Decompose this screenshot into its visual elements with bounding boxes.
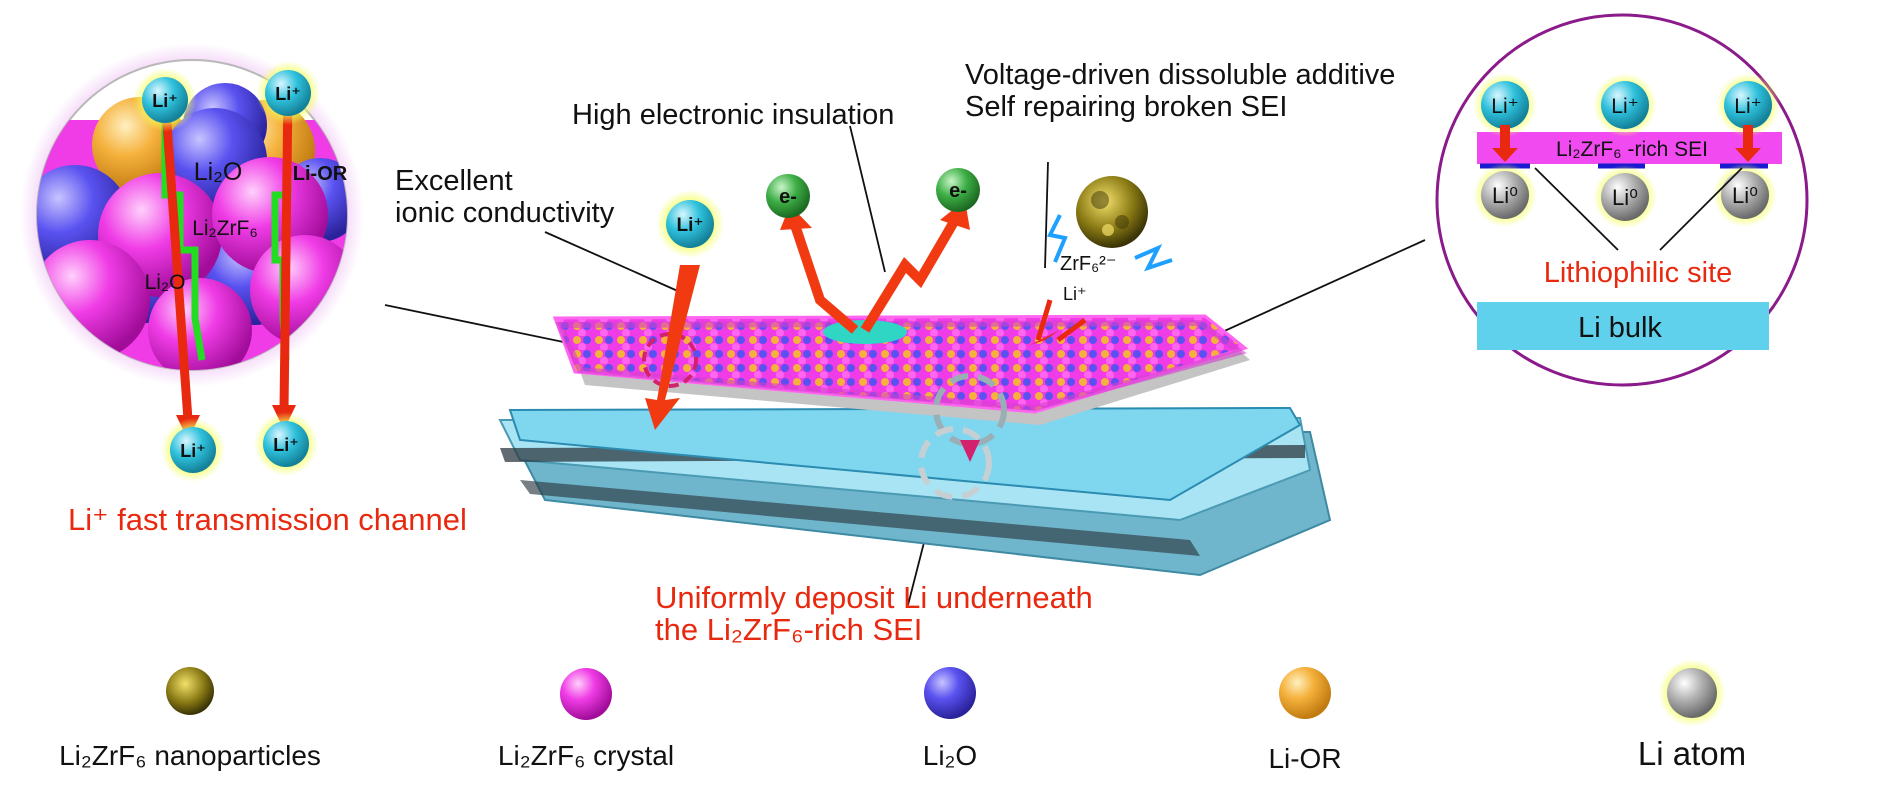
li-bulk-bar (1477, 302, 1769, 350)
voltage-pointer-line (1044, 161, 1049, 269)
left-zoom-circle: Li₂O Li-OR Li₂ZrF₆ Li₂O (20, 43, 364, 440)
excellent-label-line2: ionic conductivity (395, 197, 615, 229)
voltage-label-line1: Voltage-driven dissoluble additive (965, 59, 1395, 91)
svg-text:Li⁺: Li⁺ (1491, 95, 1518, 118)
svg-text:Li⁺: Li⁺ (152, 91, 178, 111)
svg-text:Li⁺: Li⁺ (1734, 95, 1761, 118)
svg-text:Li⁰: Li⁰ (1492, 183, 1518, 208)
sei-band (1477, 132, 1782, 164)
electron-marker: e- (936, 168, 980, 212)
svg-text:Li⁺: Li⁺ (275, 84, 301, 104)
left-lior-label: Li-OR (293, 163, 348, 185)
electron-marker: e- (766, 174, 810, 218)
svg-text:Li⁰: Li⁰ (1612, 185, 1638, 210)
lightning-icon (1134, 243, 1173, 272)
svg-text:Li⁺: Li⁺ (1611, 95, 1638, 118)
right-zoom-circle: Li₂ZrF₆ -rich SEI Li⁺ Li⁺ Li⁺ Li⁰ Li⁰ Li… (1435, 13, 1809, 387)
electrode-stack (498, 200, 1332, 577)
li-atom-marker: Li⁰ (1593, 165, 1657, 229)
legend-item: Li atom (1638, 659, 1746, 772)
lightning-icon (1047, 214, 1068, 263)
legend-label: Li₂ZrF₆ nanoparticles (59, 740, 321, 771)
li-ion-marker: Li⁺ (1473, 73, 1537, 137)
li-atom-marker: Li⁰ (1713, 163, 1777, 227)
insulation-pointer-line (849, 125, 886, 273)
nanoparticle-icon (1076, 176, 1148, 248)
legend-label: Li atom (1638, 735, 1746, 772)
legend: Li₂ZrF₆ nanoparticles Li₂ZrF₆ crystal Li… (59, 659, 1746, 774)
left-li2o-top-label: Li₂O (194, 158, 243, 186)
legend-item: Li₂ZrF₆ crystal (498, 668, 674, 771)
svg-text:Li⁺: Li⁺ (677, 215, 704, 236)
li-ion-marker: Li⁺ (656, 190, 724, 258)
left-li-ions: Li⁺ Li⁺ Li⁺ Li⁺ (133, 61, 320, 482)
legend-item: Li₂O (923, 667, 977, 771)
sei-rich-label: Li₂ZrF₆ -rich SEI (1556, 138, 1708, 161)
fast-channel-label: Li⁺ fast transmission channel (68, 502, 467, 537)
li-ion-marker: Li⁺ (256, 61, 320, 125)
li-ion-marker: Li⁺ (254, 412, 318, 476)
magenta-sphere-icon (560, 668, 612, 720)
li-bulk-label: Li bulk (1578, 312, 1662, 344)
orange-sphere-icon (1279, 667, 1331, 719)
blue-sphere-icon (924, 667, 976, 719)
li-ion-marker: Li⁺ (1716, 73, 1780, 137)
deposit-ring (918, 426, 992, 500)
excellent-label-line1: Excellent (395, 165, 513, 197)
svg-text:Li⁰: Li⁰ (1732, 183, 1758, 208)
svg-text:Li⁺: Li⁺ (273, 435, 299, 455)
li-ion-marker: Li⁺ (1593, 73, 1657, 137)
legend-label: Li₂ZrF₆ crystal (498, 740, 674, 771)
svg-text:e-: e- (779, 186, 797, 208)
voltage-label-line2: Self repairing broken SEI (965, 91, 1287, 123)
uniform-label-line1: Uniformly deposit Li underneath (655, 580, 1093, 615)
high-insulation-label: High electronic insulation (572, 99, 894, 131)
legend-label: Li₂O (923, 740, 977, 771)
uniform-label-line2: the Li₂ZrF₆-rich SEI (655, 612, 922, 647)
legend-label: Li-OR (1268, 743, 1341, 774)
left-li2o-bottom-label: Li₂O (145, 271, 186, 294)
excellent-pointer-line (544, 231, 681, 293)
li-ion-marker: Li⁺ (161, 418, 225, 482)
deposit-ring (933, 373, 1007, 447)
nanoparticle-icon (166, 667, 214, 715)
li-atom-marker: Li⁰ (1473, 163, 1537, 227)
legend-item: Li₂ZrF₆ nanoparticles (59, 667, 321, 771)
left-li2zrf6-label: Li₂ZrF₆ (192, 217, 258, 240)
zrf6-label: ZrF₆²⁻ (1060, 253, 1116, 275)
li-ion-marker: Li⁺ (133, 68, 197, 132)
svg-text:Li⁺: Li⁺ (180, 441, 206, 461)
legend-item: Li-OR (1268, 667, 1342, 774)
gray-sphere-icon (1667, 668, 1717, 718)
li-plus-small-label: Li⁺ (1063, 284, 1087, 304)
lithiophilic-label: Lithiophilic site (1544, 257, 1733, 289)
svg-text:e-: e- (949, 180, 967, 202)
